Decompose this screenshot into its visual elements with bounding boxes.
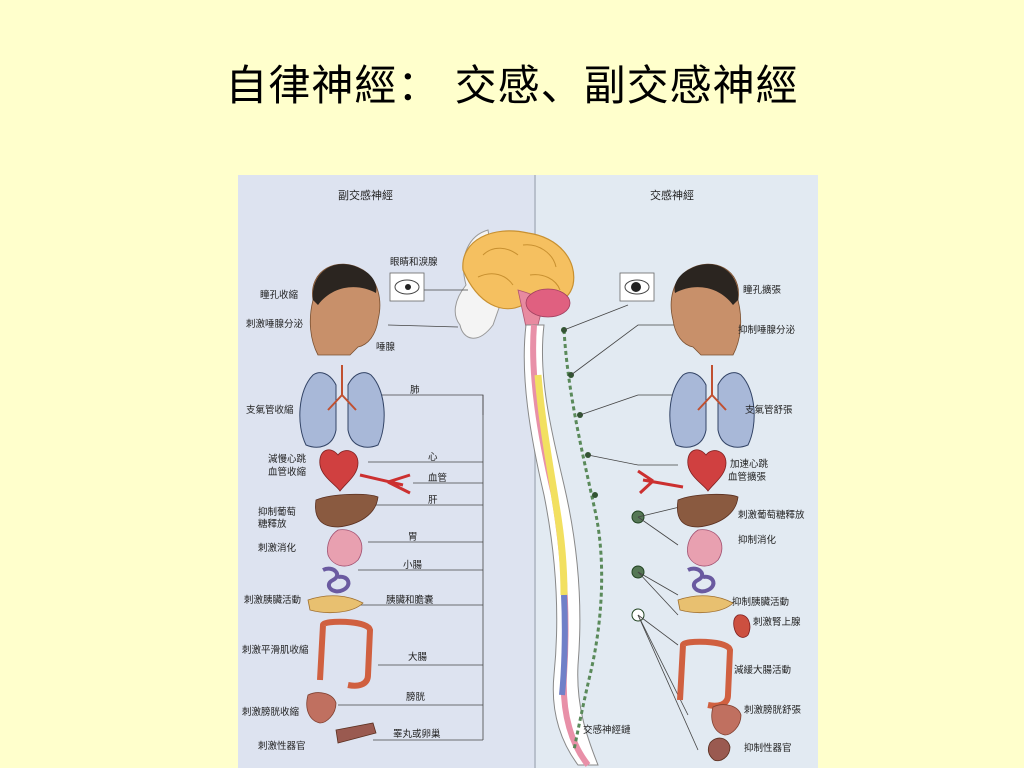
intestine-right-icon (687, 566, 716, 594)
effect-glucose-release: 刺激葡萄糖釋放 (738, 509, 805, 521)
label-bladder: 膀胱 (406, 691, 426, 703)
label-pancreas-gallbladder: 胰臟和膽囊 (386, 594, 434, 606)
pupil-right (631, 282, 641, 292)
effect-digestion-inhibit: 抑制消化 (738, 534, 777, 546)
label-sympathetic-chain: 交感神經鏈 (583, 724, 631, 736)
effect-heart-accelerate: 加速心跳 (730, 458, 769, 470)
effect-vessel-constrict: 血管收縮 (268, 466, 306, 478)
effect-glucose-inhibit-2: 糖釋放 (258, 518, 287, 530)
lungs-left-icon (299, 372, 385, 448)
parasympathetic-connectors (338, 289, 484, 741)
effect-bladder-contract: 刺激膀胱收縮 (242, 706, 299, 718)
sympathetic-connectors (563, 304, 699, 751)
gonad-left-icon (335, 722, 377, 744)
colon-left-icon (317, 618, 374, 689)
label-heart: 心 (428, 452, 438, 463)
sympathetic-header: 交感神經 (650, 188, 694, 202)
vessel-right-icon (637, 469, 684, 495)
stomach-left-icon (327, 529, 363, 567)
hair-right (674, 264, 739, 305)
pancreas-left-icon (307, 595, 364, 614)
label-large-intestine: 大腸 (408, 651, 428, 663)
effect-saliva-stimulate: 刺激唾腺分泌 (246, 318, 304, 330)
effect-sex-organ-inhibit: 抑制性器官 (744, 742, 792, 754)
effect-colon-slow: 減緩大腸活動 (734, 664, 791, 676)
pancreas-right-icon (677, 595, 734, 614)
sympathetic-panel (536, 175, 818, 768)
slide-title: 自律神經： 交感、副交感神經 (225, 61, 799, 110)
liver-right-icon (676, 493, 739, 528)
spinal-cord-blue (559, 594, 568, 696)
brain-folds (477, 244, 561, 291)
effect-digestion-stimulate: 刺激消化 (258, 542, 297, 554)
pupil-left (405, 284, 411, 290)
effect-bronchi-dilate: 支氣管舒張 (745, 404, 793, 416)
nervous-system-diagram: 副交感神經 交感神經 (238, 175, 818, 768)
label-eye-gland: 眼睛和淚腺 (390, 256, 438, 268)
sympathetic-effect-labels: 瞳孔擴張 抑制唾腺分泌 支氣管舒張 加速心跳 血管擴張 刺激葡萄糖釋放 抑制消化… (728, 284, 805, 754)
liver-left-icon (315, 493, 379, 528)
effect-heart-slow: 減慢心跳 (268, 453, 307, 465)
lungs-right-icon (669, 372, 755, 448)
effect-smooth-muscle: 刺激平滑肌收縮 (242, 644, 309, 656)
trachea-right (697, 365, 727, 411)
gonad-right-icon (707, 737, 731, 762)
effect-sex-organ-stimulate: 刺激性器官 (258, 740, 306, 752)
effect-pancreas-inhibit: 抑制胰臟活動 (732, 596, 789, 608)
bladder-right-icon (711, 704, 742, 736)
parasympathetic-header: 副交感神經 (338, 188, 393, 202)
adrenal-right-icon (733, 614, 751, 638)
cerebellum (525, 288, 571, 318)
parasympathetic-effect-labels: 瞳孔收縮 刺激唾腺分泌 支氣管收縮 減慢心跳 血管收縮 抑制葡萄 糖釋放 刺激消… (242, 289, 309, 752)
label-lung: 肺 (410, 385, 420, 396)
effect-glucose-inhibit-1: 抑制葡萄 (258, 506, 296, 518)
spinal-cord-yellow (534, 374, 568, 596)
parasympathetic-organ-labels: 眼睛和淚腺 唾腺 肺 心 血管 肝 胃 小腸 胰臟和膽囊 大腸 膀胱 睪丸或卵巢… (376, 256, 631, 740)
intestine-left-icon (322, 566, 351, 594)
effect-saliva-inhibit: 抑制唾腺分泌 (738, 324, 796, 336)
trachea-left (327, 365, 357, 411)
label-salivary: 唾腺 (376, 341, 396, 353)
sympathetic-chain (562, 329, 604, 751)
stomach-right-icon (687, 529, 723, 567)
label-intestine: 小腸 (403, 560, 423, 571)
heart-left-icon (319, 449, 359, 492)
effect-vessel-dilate: 血管擴張 (728, 471, 767, 483)
effect-adrenal-stimulate: 刺激腎上腺 (753, 616, 801, 628)
sympathetic-organs (619, 263, 755, 762)
chain-ganglion (592, 492, 598, 498)
effect-bladder-relax: 刺激膀胱舒張 (744, 704, 802, 716)
effect-bronchi-constrict: 支氣管收縮 (246, 404, 294, 416)
bladder-left-icon (306, 692, 337, 724)
hair-left (312, 264, 377, 305)
label-stomach: 胃 (408, 532, 418, 543)
label-gonads: 睪丸或卵巢 (393, 728, 441, 740)
effect-pupil-dilate: 瞳孔擴張 (743, 284, 782, 296)
label-vessel: 血管 (428, 472, 447, 484)
effect-pancreas-stimulate: 刺激胰臟活動 (244, 594, 301, 606)
heart-right-icon (687, 449, 727, 492)
effect-pupil-constrict: 瞳孔收縮 (260, 289, 298, 301)
parasympathetic-organs (299, 263, 425, 744)
label-liver: 肝 (428, 495, 438, 506)
central-body-figure (454, 229, 645, 767)
vessel-left-icon (359, 473, 411, 495)
